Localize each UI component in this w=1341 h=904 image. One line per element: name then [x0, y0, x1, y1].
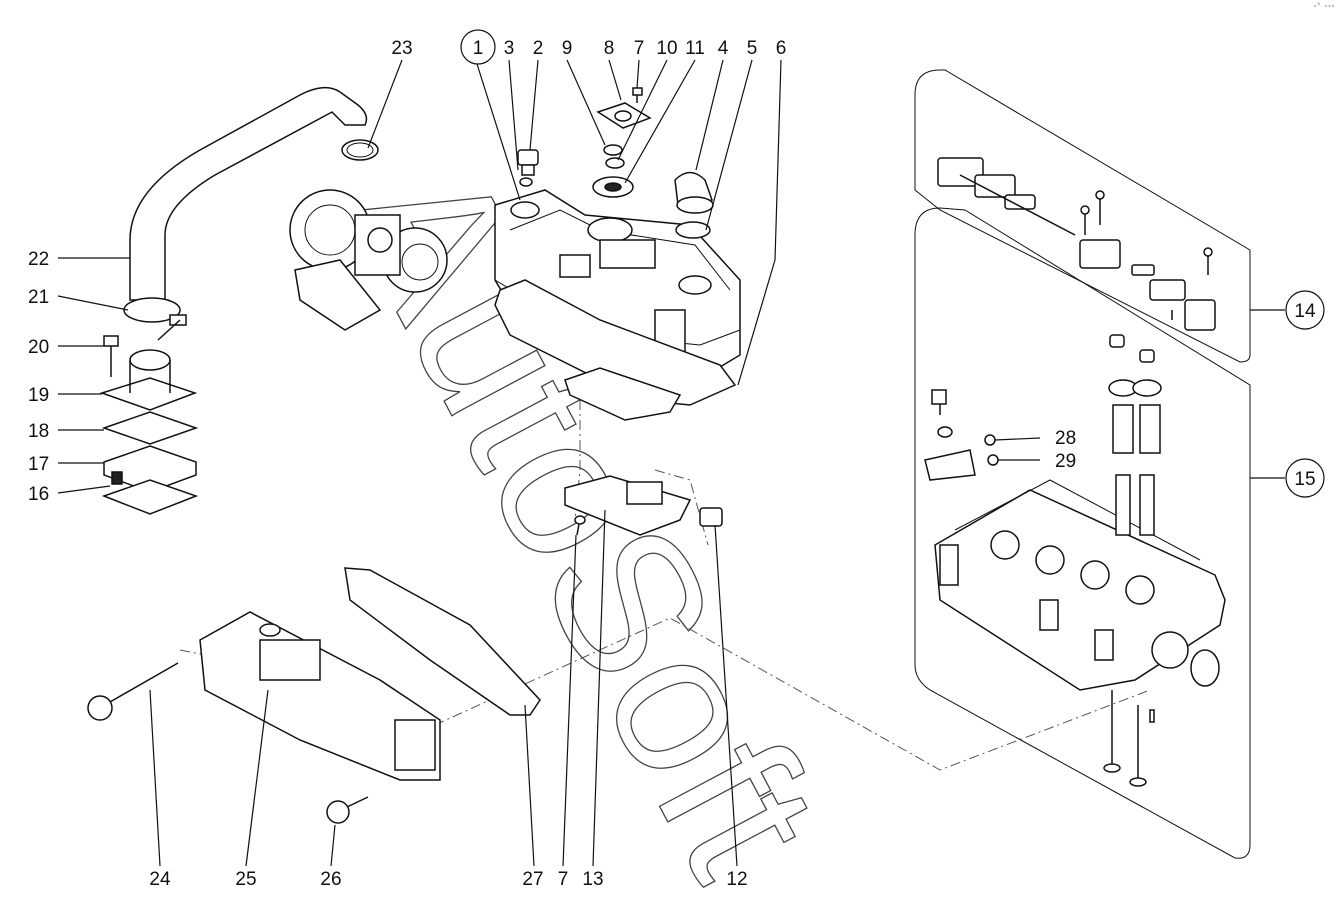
rocker-shaft-assembly — [937, 157, 1216, 331]
callout-8: 8 — [604, 38, 615, 59]
exhaust-manifold-group — [87, 567, 541, 824]
cylinder-head — [924, 334, 1226, 787]
callout-21: 21 — [28, 287, 49, 308]
callout-7-top: 7 — [634, 38, 645, 59]
callout-25: 25 — [235, 869, 256, 890]
callout-20: 20 — [28, 337, 49, 358]
intake-hose — [129, 86, 368, 301]
corner-mark: ₒᴰ ₒₒₒ — [1313, 2, 1335, 9]
callout-19: 19 — [28, 385, 49, 406]
callout-28: 28 — [1055, 428, 1076, 449]
callout-11: 11 — [685, 38, 705, 59]
callout-5: 5 — [747, 38, 758, 59]
callout-14-circle — [1285, 290, 1325, 330]
callout-26: 26 — [320, 869, 341, 890]
callout-14: 14 — [1294, 301, 1316, 322]
callout-13: 13 — [582, 869, 603, 890]
callout-27: 27 — [522, 869, 543, 890]
leader-lines — [57, 59, 1285, 867]
callout-6: 6 — [776, 38, 787, 59]
callout-2: 2 — [533, 38, 544, 59]
intake-flange-group — [99, 297, 199, 515]
callout-1-circle — [460, 29, 496, 65]
callout-9: 9 — [562, 38, 573, 59]
callout-16: 16 — [28, 484, 49, 505]
callout-7-bottom: 7 — [558, 869, 569, 890]
callout-15: 15 — [1294, 469, 1315, 490]
callout-10: 10 — [656, 38, 677, 59]
callout-23: 23 — [391, 38, 412, 59]
callout-29: 29 — [1055, 451, 1076, 472]
rocker-cover-group — [494, 87, 741, 421]
callout-18: 18 — [28, 421, 49, 442]
callout-4: 4 — [718, 38, 729, 59]
valve-train-panel — [914, 69, 1251, 859]
callout-1: 1 — [473, 38, 484, 59]
callout-17: 17 — [28, 454, 49, 475]
callout-12: 12 — [726, 869, 747, 890]
callout-3: 3 — [504, 38, 515, 59]
callout-labels: 1 3 2 9 8 7 10 11 4 5 6 23 22 21 20 19 1… — [28, 29, 1325, 890]
callout-24: 24 — [149, 869, 171, 890]
baffle-group — [564, 475, 723, 536]
callout-22: 22 — [28, 249, 49, 270]
callout-15-circle — [1285, 458, 1325, 498]
